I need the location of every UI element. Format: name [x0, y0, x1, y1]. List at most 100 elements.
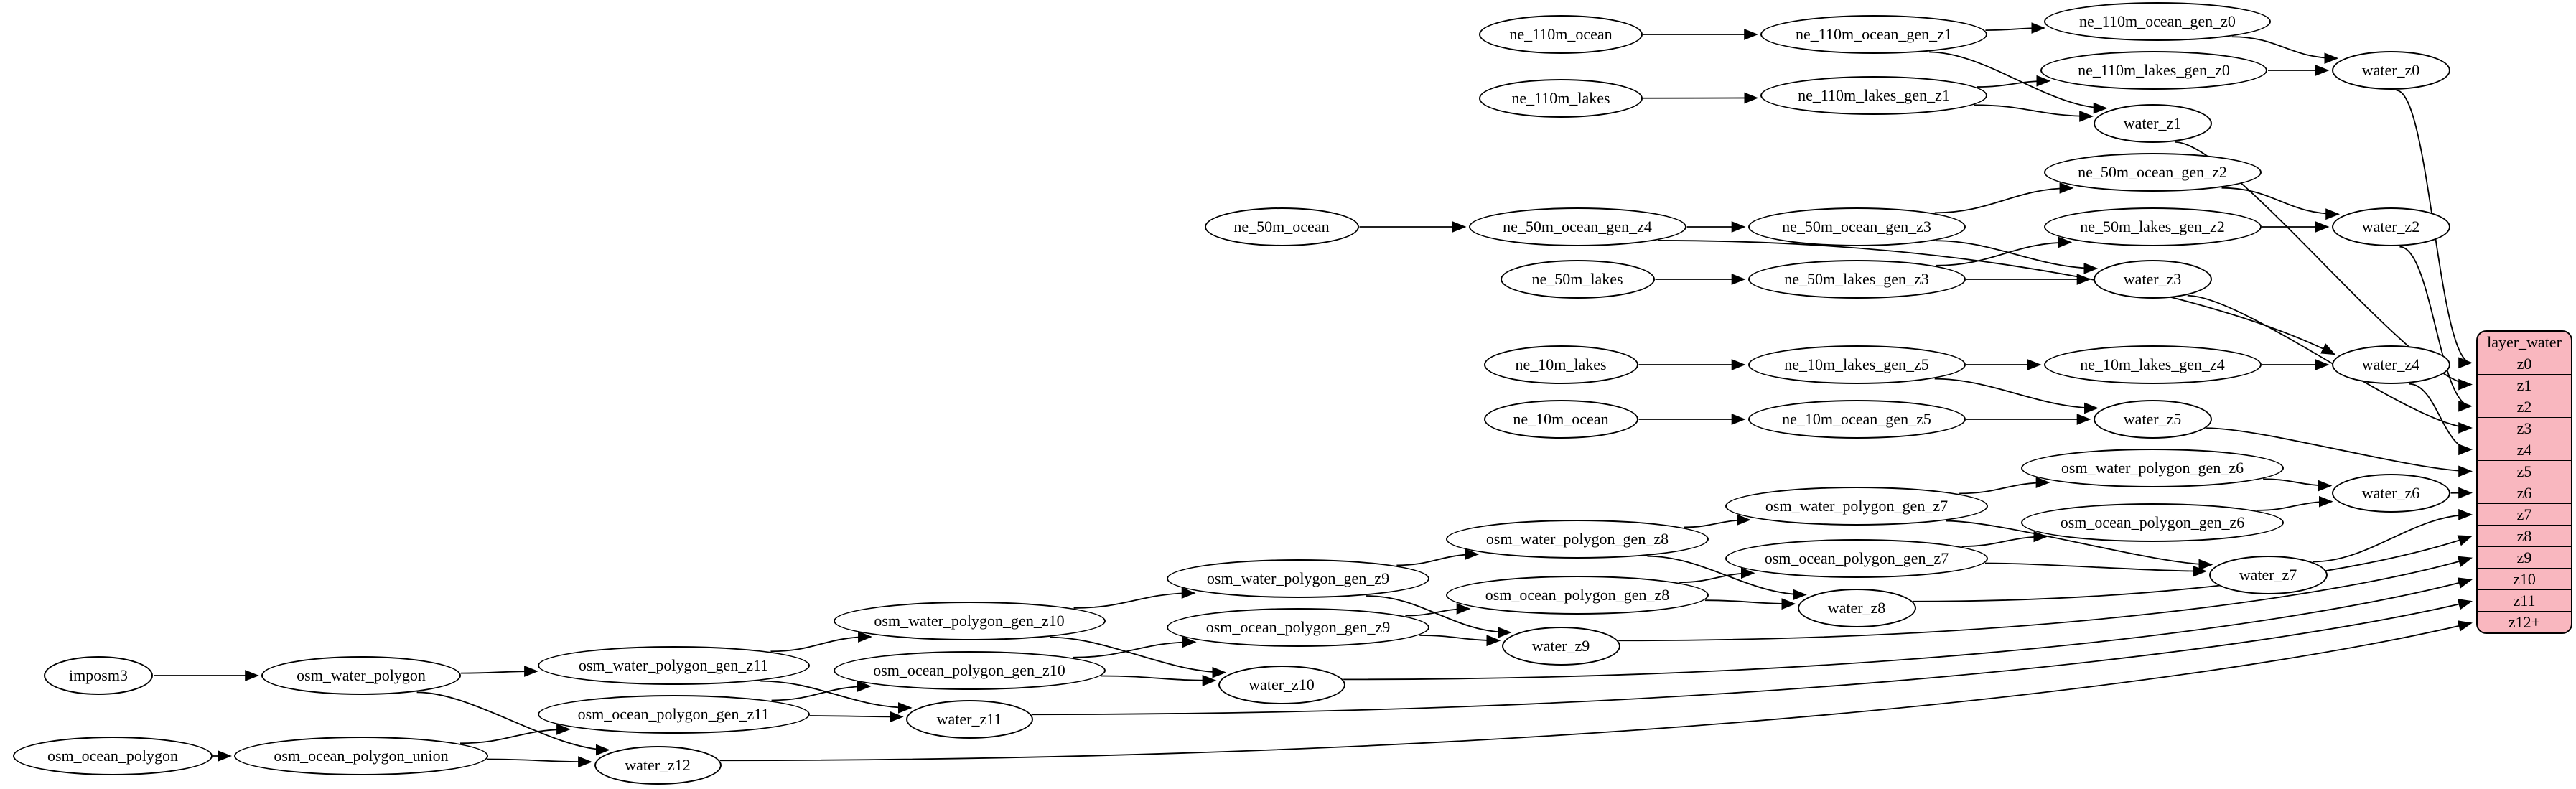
- graph-edge: [416, 691, 610, 756]
- node-osm_water_polygon: osm_water_polygon: [261, 656, 461, 695]
- graph-edge: [1050, 636, 1227, 678]
- node-osm_water_polygon_gen_z8: osm_water_polygon_gen_z8: [1446, 520, 1709, 559]
- table-row: z6: [2478, 482, 2571, 503]
- node-ne_10m_lakes_gen_z5: ne_10m_lakes_gen_z5: [1747, 345, 1966, 384]
- node-osm_ocean_polygon: osm_ocean_polygon: [13, 737, 213, 775]
- graph-edge: [1366, 595, 1512, 638]
- graph-edge: [1959, 477, 2050, 495]
- table-row: z12+: [2478, 611, 2571, 632]
- graph-edge: [1984, 562, 2208, 577]
- table-row: z4: [2478, 439, 2571, 460]
- node-ne_50m_ocean_gen_z3: ne_50m_ocean_gen_z3: [1747, 207, 1966, 246]
- graph-edge: [771, 680, 872, 701]
- graph-edge: [1974, 104, 2094, 122]
- node-water_z10: water_z10: [1218, 666, 1345, 704]
- node-osm_ocean_polygon_gen_z6: osm_ocean_polygon_gen_z6: [2021, 503, 2284, 542]
- graph-edge: [1985, 22, 2046, 34]
- node-imposm3: imposm3: [44, 656, 153, 695]
- graph-edge: [487, 756, 592, 768]
- node-water_z3: water_z3: [2093, 260, 2212, 299]
- graph-edge: [1936, 236, 2073, 266]
- graph-edge: [1934, 378, 2099, 414]
- table-row: z10: [2478, 568, 2571, 589]
- node-ne_110m_lakes_gen_z1: ne_110m_lakes_gen_z1: [1760, 76, 1987, 115]
- table-row: z7: [2478, 503, 2571, 525]
- node-water_z12: water_z12: [594, 746, 722, 785]
- node-osm_water_polygon_gen_z7: osm_water_polygon_gen_z7: [1725, 487, 1988, 526]
- graph-edge: [2399, 246, 2473, 412]
- node-ne_50m_lakes_gen_z2: ne_50m_lakes_gen_z2: [2043, 207, 2262, 246]
- node-water_z11: water_z11: [905, 700, 1033, 739]
- table-row: z11: [2478, 589, 2571, 611]
- graph-edge: [770, 631, 872, 653]
- node-osm_ocean_polygon_gen_z10: osm_ocean_polygon_gen_z10: [833, 651, 1106, 690]
- graph-edge: [459, 723, 571, 744]
- graph-edge: [1405, 603, 1471, 617]
- graph-edge: [1704, 598, 1796, 610]
- table-row: z5: [2478, 460, 2571, 482]
- node-osm_ocean_polygon_gen_z9: osm_ocean_polygon_gen_z9: [1167, 608, 1429, 647]
- graph-edge: [1936, 240, 2099, 274]
- graph-edge: [1929, 51, 2108, 114]
- graph-edge: [1977, 75, 2051, 88]
- table-row: z3: [2478, 417, 2571, 439]
- node-water_z4: water_z4: [2331, 345, 2450, 384]
- graph-edge: [1946, 520, 2213, 571]
- table-row: z9: [2478, 546, 2571, 568]
- graph-edge: [1396, 548, 1480, 566]
- graph-edge: [1913, 535, 2473, 602]
- graph-edge: [760, 680, 913, 714]
- node-ne_110m_ocean_gen_z1: ne_110m_ocean_gen_z1: [1760, 15, 1987, 54]
- node-osm_water_polygon_gen_z10: osm_water_polygon_gen_z10: [833, 602, 1106, 640]
- table-row: z2: [2478, 396, 2571, 417]
- graph-edge: [460, 666, 538, 677]
- table-row: z0: [2478, 353, 2571, 374]
- node-water_z5: water_z5: [2093, 400, 2212, 439]
- graph-edge: [1419, 635, 1501, 647]
- graph-edge: [2221, 187, 2341, 220]
- node-ne_10m_lakes: ne_10m_lakes: [1483, 345, 1638, 384]
- graph-edge: [1073, 636, 1197, 658]
- graph-edge: [1934, 182, 2074, 214]
- node-osm_water_polygon_gen_z9: osm_water_polygon_gen_z9: [1167, 559, 1429, 598]
- graph-edge: [1684, 514, 1751, 528]
- node-osm_ocean_polygon_gen_z7: osm_ocean_polygon_gen_z7: [1725, 539, 1988, 578]
- graph-edge: [1101, 675, 1217, 686]
- node-ne_10m_ocean_gen_z5: ne_10m_ocean_gen_z5: [1747, 400, 1966, 439]
- node-ne_110m_ocean_gen_z0: ne_110m_ocean_gen_z0: [2044, 2, 2271, 41]
- graph-edge: [1679, 567, 1755, 584]
- graph-edge: [2313, 508, 2473, 563]
- graph-edge: [2257, 495, 2333, 511]
- node-osm_ocean_polygon_gen_z11: osm_ocean_polygon_gen_z11: [537, 695, 810, 734]
- graph-edge: [2409, 383, 2473, 456]
- node-water_z6: water_z6: [2331, 474, 2450, 513]
- table-row: z1: [2478, 374, 2571, 396]
- node-ne_50m_ocean: ne_50m_ocean: [1204, 207, 1359, 246]
- node-water_z7: water_z7: [2208, 556, 2328, 594]
- graph-edge: [719, 620, 2473, 762]
- graph-edge: [2263, 478, 2333, 492]
- graph-edge: [1343, 577, 2473, 681]
- node-ne_50m_ocean_gen_z2: ne_50m_ocean_gen_z2: [2043, 153, 2262, 192]
- node-ne_10m_lakes_gen_z4: ne_10m_lakes_gen_z4: [2043, 345, 2262, 384]
- table-row: z8: [2478, 525, 2571, 546]
- node-osm_ocean_polygon_union: osm_ocean_polygon_union: [234, 737, 488, 775]
- node-ne_110m_lakes_gen_z0: ne_110m_lakes_gen_z0: [2040, 51, 2267, 90]
- node-ne_110m_ocean: ne_110m_ocean: [1479, 15, 1643, 54]
- node-water_z1: water_z1: [2093, 104, 2212, 143]
- graph-edge: [1073, 587, 1196, 609]
- node-water_z8: water_z8: [1797, 589, 1916, 627]
- graph-edge: [1658, 240, 2336, 355]
- node-ne_10m_ocean: ne_10m_ocean: [1483, 400, 1638, 439]
- node-ne_110m_lakes: ne_110m_lakes: [1479, 79, 1643, 118]
- node-water_z9: water_z9: [1501, 627, 1620, 666]
- graph-edge: [2206, 427, 2473, 477]
- node-water_z2: water_z2: [2331, 207, 2450, 246]
- graph-edge: [1031, 599, 2473, 716]
- graph-edge: [1618, 556, 2473, 642]
- node-ne_50m_lakes: ne_50m_lakes: [1500, 260, 1655, 299]
- node-water_z0: water_z0: [2331, 51, 2450, 90]
